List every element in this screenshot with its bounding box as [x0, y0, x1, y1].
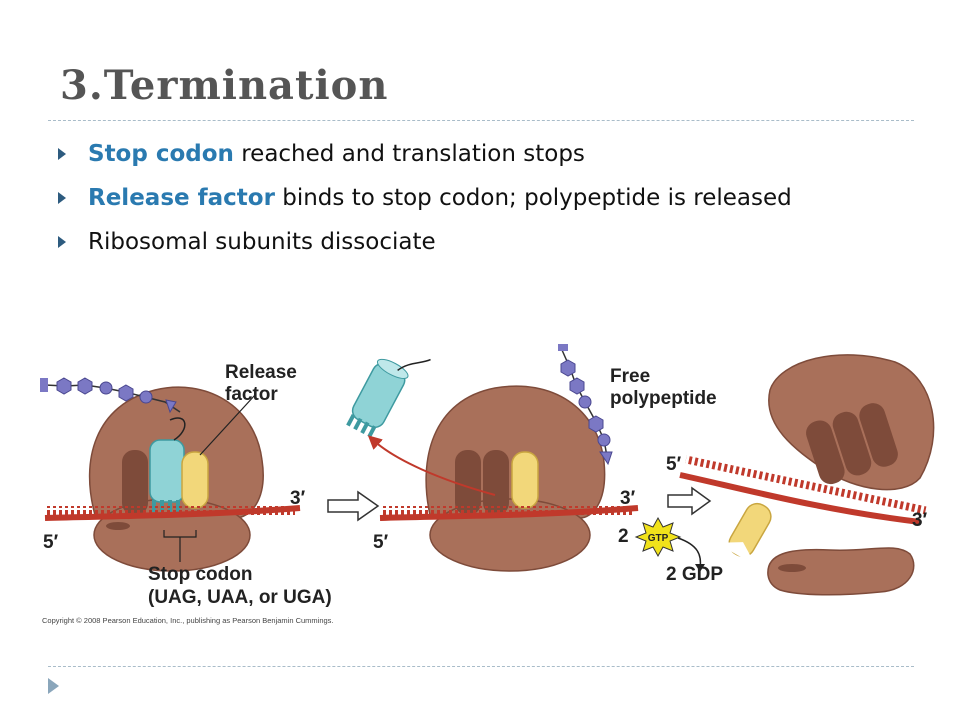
gdp-label: 2 GDP — [666, 564, 723, 585]
polypeptide-chain — [40, 377, 181, 414]
panel-2: Free polypeptide 3′ 5′ — [346, 344, 717, 572]
panel-3: GTP 5′ 3′ 2 2 GDP — [618, 354, 935, 596]
bullet-text: Ribosomal subunits dissociate — [88, 229, 436, 255]
bullet-text: reached and translation stops — [233, 141, 585, 167]
gtp-label: GTP — [648, 533, 669, 544]
trna — [511, 451, 539, 509]
bullet-arrow-icon — [58, 148, 66, 160]
panel-1: Release factor 3′ 5′ Stop codon (UAG, UA… — [40, 362, 332, 608]
stop-codon-label-line-1: Stop codon — [148, 564, 252, 585]
three-prime-label: 3′ — [290, 488, 306, 509]
three-prime-label: 3′ — [912, 510, 928, 531]
bullet-item: Ribosomal subunits dissociate — [58, 224, 878, 260]
three-prime-label: 3′ — [620, 488, 636, 509]
bullet-item: Release factor binds to stop codon; poly… — [58, 180, 878, 216]
termination-diagram: Release factor 3′ 5′ Stop codon (UAG, UA… — [40, 344, 935, 608]
bullet-list: Stop codon reached and translation stops… — [58, 136, 878, 268]
gtp-burst-icon: GTP — [634, 516, 682, 558]
bullet-text: binds to stop codon; polypeptide is rele… — [274, 185, 792, 211]
slide-corner-arrow-icon — [48, 678, 59, 694]
five-prime-label: 5′ — [43, 532, 59, 553]
five-prime-label: 5′ — [666, 454, 682, 475]
stop-codon-label-line-2: (UAG, UAA, or UGA) — [148, 587, 332, 608]
release-path-arrow — [367, 435, 496, 496]
released-release-factor — [346, 358, 431, 438]
slide-title: 3.Termination — [60, 62, 389, 109]
step-arrow-icon — [327, 490, 380, 522]
free-polypeptide-label-line-1: Free — [610, 366, 650, 387]
copyright-notice: Copyright © 2008 Pearson Education, Inc.… — [42, 616, 334, 625]
five-prime-label: 5′ — [373, 532, 389, 553]
ribosome-site — [122, 450, 148, 515]
released-trna — [724, 502, 772, 561]
footer-divider — [48, 666, 914, 667]
bullet-highlight: Release factor — [88, 185, 275, 211]
bullet-highlight: Stop codon — [88, 141, 234, 167]
bullet-item: Stop codon reached and translation stops — [58, 136, 878, 172]
bullet-arrow-icon — [58, 192, 66, 204]
free-polypeptide — [558, 344, 613, 466]
free-polypeptide-label-line-2: polypeptide — [610, 388, 717, 409]
trna — [181, 451, 209, 509]
title-divider — [48, 120, 914, 121]
step-arrow-icon — [667, 486, 712, 516]
release-factor-label-line-1: Release — [225, 362, 297, 383]
release-factor-label-line-2: factor — [225, 384, 278, 405]
ribosome-small-subunit — [767, 547, 915, 596]
bullet-arrow-icon — [58, 236, 66, 248]
gtp-count-label: 2 — [618, 526, 629, 547]
